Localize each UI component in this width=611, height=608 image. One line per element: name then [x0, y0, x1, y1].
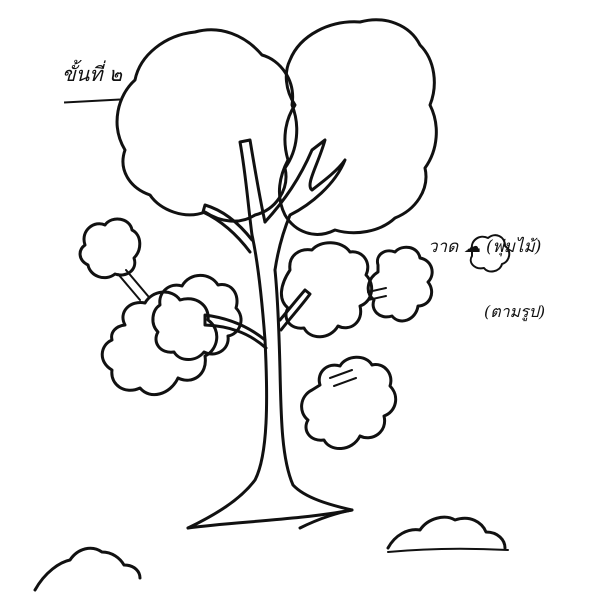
ground-line — [188, 510, 352, 528]
step-label: ขั้นที่ ๒ — [62, 58, 122, 90]
ground-bush-right-base — [388, 549, 508, 552]
bush-left-lower — [102, 292, 217, 395]
bush-center — [281, 243, 371, 337]
branch-mid-left — [203, 205, 252, 252]
canopy-top-left — [117, 30, 297, 221]
canopy-top-right — [279, 20, 436, 235]
ground-bush-right — [388, 517, 505, 548]
bush-right — [368, 247, 432, 321]
note-label: (ตามรูป) — [484, 300, 545, 325]
bush-left-upper — [80, 219, 140, 278]
branch-lower-right — [280, 290, 310, 330]
instruction-label: วาด ☁ (พุ่มไม้) — [428, 233, 541, 260]
bush-lower-right-stem — [330, 370, 356, 386]
bush-left-middle — [153, 275, 241, 359]
ground-bush-left — [35, 548, 140, 590]
